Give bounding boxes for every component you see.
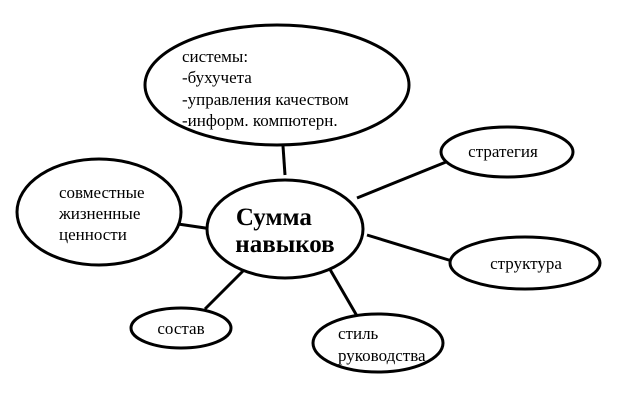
staff-label: состав (157, 319, 204, 338)
staff-label-line-1: состав (157, 319, 204, 338)
connectors (177, 145, 453, 317)
center-label-line-2: навыков (235, 231, 334, 258)
node-center-shape (205, 178, 365, 280)
node-staff: состав (129, 306, 233, 350)
values-label: совместные жизненные ценности (58, 183, 149, 244)
node-systems: системы: -бухучета -управления качеством… (143, 23, 411, 147)
structure-label-line-1: структура (490, 254, 562, 273)
values-label-line-2: жизненные (58, 204, 140, 223)
connector-staff (203, 269, 245, 311)
connector-structure (366, 233, 453, 263)
connector-style (326, 265, 359, 317)
node-staff-shape (129, 306, 233, 350)
values-label-line-3: ценности (59, 225, 127, 244)
center-label-line-1: Сумма (236, 204, 312, 231)
node-values: совместные жизненные ценности (15, 157, 183, 267)
connector-systems (281, 145, 287, 176)
systems-label-line-4: -информ. компютерн. (182, 111, 338, 130)
strategy-label: стратегия (468, 142, 538, 161)
structure-label: структура (490, 254, 562, 273)
style-label-line-1: стиль (338, 324, 379, 343)
systems-label-line-2: -бухучета (182, 68, 252, 87)
systems-label-line-1: системы: (182, 47, 248, 66)
node-systems-shape (143, 23, 411, 147)
node-style-shape (311, 312, 445, 374)
node-strategy-shape (439, 125, 575, 179)
connector-strategy (356, 160, 447, 200)
node-strategy: стратегия (439, 125, 575, 179)
style-label: стиль руководства (338, 324, 426, 365)
strategy-label-line-1: стратегия (468, 142, 538, 161)
systems-label-line-3: -управления качеством (182, 90, 349, 109)
node-values-shape (15, 157, 183, 267)
node-style: стиль руководства (311, 312, 445, 374)
node-center: Сумма навыков (205, 178, 365, 280)
node-structure-shape (448, 235, 602, 291)
node-structure: структура (448, 235, 602, 291)
style-label-line-2: руководства (338, 346, 426, 365)
systems-label: системы: -бухучета -управления качеством… (182, 47, 353, 130)
values-label-line-1: совместные (59, 183, 145, 202)
center-label: Сумма навыков (235, 204, 334, 258)
